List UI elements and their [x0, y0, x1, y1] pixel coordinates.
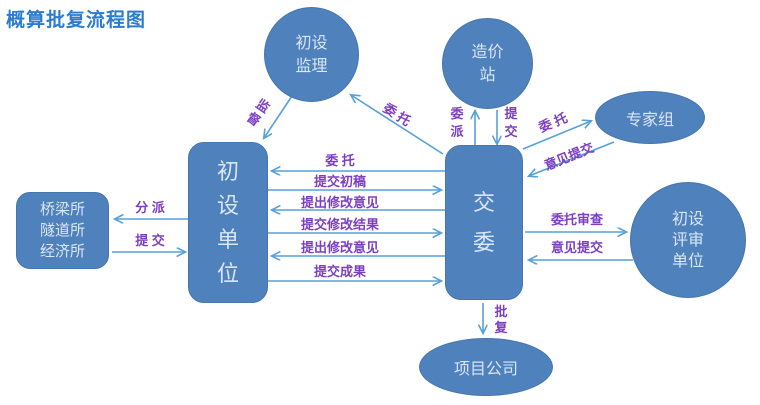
arrow-entrust-zhuanjia — [522, 121, 591, 150]
node-transport-committee: 交 委 — [445, 145, 523, 300]
edge-label-opinion-review: 意见提交 — [550, 240, 603, 255]
arrow-entrust-jianli — [351, 95, 444, 155]
edge-label-entrust-mid: 委 托 — [325, 153, 355, 168]
node-cost-station: 造价 站 — [442, 18, 533, 109]
edge-label-revision-opinion-1: 提出修改意见 — [300, 195, 379, 210]
node-institutes: 桥梁所 隧道所 经济所 — [16, 192, 109, 269]
node-expert-group: 专家组 — [595, 91, 705, 144]
edge-label-submit-draft: 提交初稿 — [313, 174, 366, 189]
edge-label-dispatch: 分 派 — [135, 200, 165, 215]
arrow-supervision — [264, 95, 293, 138]
edge-label-submit-revision-result: 提交修改结果 — [300, 217, 379, 232]
edge-label-assign-zaojia: 委 派 — [450, 106, 464, 139]
node-initial-design-supervision: 初设 监理 — [264, 7, 359, 102]
edge-label-revision-opinion-2: 提出修改意见 — [300, 240, 379, 255]
edge-label-submit-zaojia: 提 交 — [504, 106, 518, 139]
edge-label-submit-institutes: 提 交 — [135, 233, 165, 248]
edge-label-submit-results: 提交成果 — [313, 264, 366, 279]
arrow-opinion-zhuanjia — [529, 141, 615, 176]
node-initial-design-review-unit: 初设 评审 单位 — [630, 182, 746, 298]
node-project-company: 项目公司 — [419, 338, 553, 396]
edge-label-approval: 批 复 — [494, 304, 508, 335]
page-title: 概算批复流程图 — [6, 10, 147, 31]
edge-label-entrust-review: 委托审查 — [550, 212, 603, 227]
node-initial-design-unit: 初 设 单 位 — [188, 142, 268, 303]
